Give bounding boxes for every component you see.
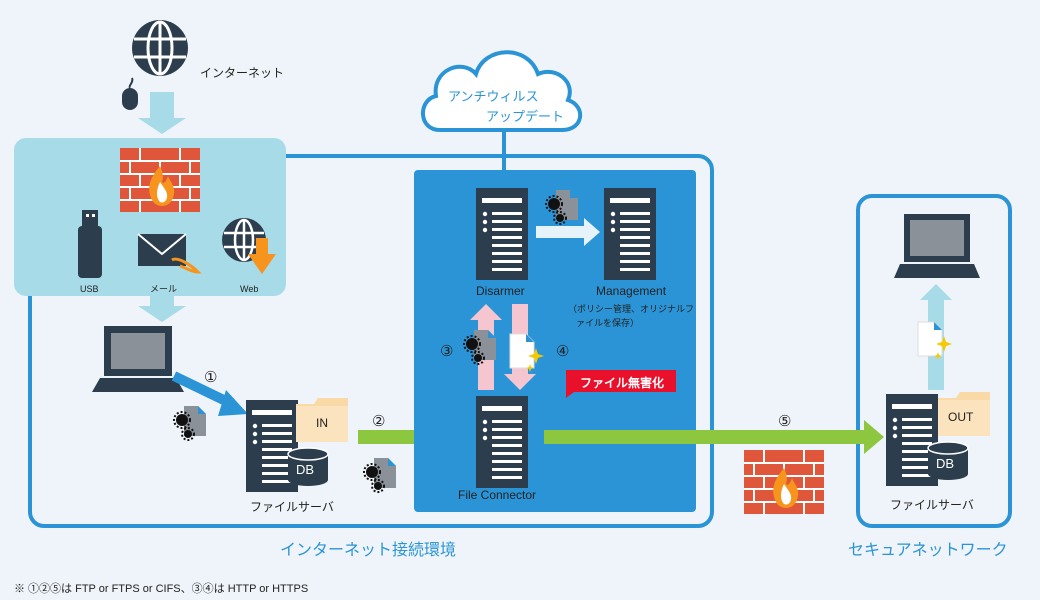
file-server-in-label: ファイルサーバ [250,500,334,514]
virus-doc-icon-2 [363,457,397,493]
internet-env-zone [28,154,714,528]
clean-doc-icon-2 [917,321,953,361]
web-label: Web [240,284,259,294]
mouse-icon [122,77,138,110]
globe-icon [132,20,188,76]
folder-out-label: OUT [948,410,974,424]
internet-label: インターネット [200,66,285,80]
management-note-2: ァイルを保存） [576,318,640,328]
step1-marker: ① [204,369,218,386]
step4-marker: ④ [556,343,570,360]
db-in-label: DB [296,462,315,477]
usb-icon [78,210,102,278]
management-server-icon [604,188,656,280]
management-label: Management [596,284,667,298]
secure-net-label: セキュアネットワーク [848,542,1008,559]
client-pc-icon [92,326,184,392]
file-connector-server-icon [476,396,528,488]
web-globe-icon [222,218,276,274]
arrow-internet-down [138,92,186,134]
db-out-label: DB [936,456,955,471]
cloud-label-line2: アップデート [486,109,565,124]
arrow-step2 [358,420,458,454]
file-connector-label: File Connector [458,488,537,502]
disarmer-label: Disarmer [476,284,525,298]
mail-label: メール [150,284,178,294]
management-note-1: （ポリシー管理、オリジナルフ [568,304,695,314]
disarm-badge-label: ファイル無害化 [580,376,665,390]
firewall-icon-top [119,147,201,213]
step5-marker: ⑤ [778,413,792,430]
disarmer-server-icon [476,188,528,280]
folder-in-label: IN [316,416,328,430]
arrow-gateway-down [138,296,186,322]
file-server-out-label: ファイルサーバ [890,498,974,512]
step2-marker: ② [372,413,386,430]
arrow-step1-head [218,390,248,416]
step3-marker: ③ [440,343,454,360]
internet-env-label: インターネット接続環境 [280,542,457,559]
arrow-to-management [536,218,600,246]
footnote: ※ ①②⑤は FTP or FTPS or CIFS、③④は HTTP or H… [14,583,309,595]
secure-monitor-icon [894,214,980,278]
mail-icon [137,233,202,274]
secure-net-zone [856,194,1012,528]
arrow-step5 [544,420,884,454]
cloud-icon [421,50,583,132]
disarm-badge-shape [566,370,676,398]
usb-label: USB [80,284,99,294]
arrow-step1 [171,371,235,409]
cloud-label-line1: アンチウィルス [448,89,539,104]
firewall-icon-bottom [743,449,825,515]
virus-doc-icon-1 [173,405,207,441]
